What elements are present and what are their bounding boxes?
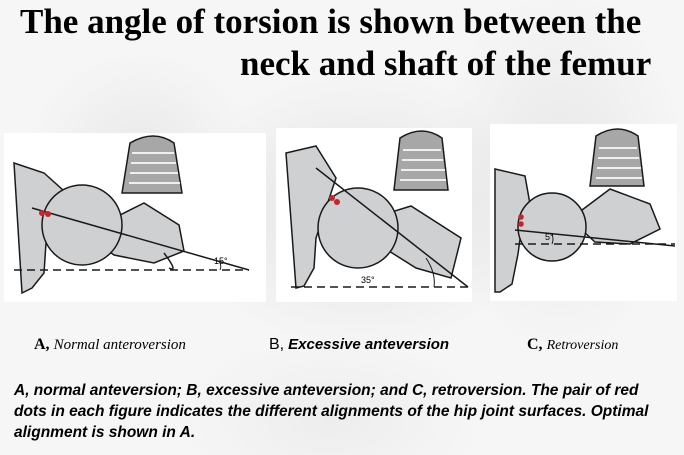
- figure-b-excessive-anteversion: 35°: [276, 128, 472, 302]
- figure-description: A, normal anteversion; B, excessive ante…: [14, 382, 649, 441]
- figure-a-drawing: 15°: [13, 135, 250, 295]
- angle-label: 35°: [361, 275, 375, 285]
- figure-a-label: Normal anteroversion: [53, 337, 186, 353]
- figure-b-caption: B, Excessive anteversion: [269, 336, 449, 354]
- slide-title-line-1: The angle of torsion is shown between th…: [20, 2, 642, 41]
- femoral-head: [517, 192, 587, 262]
- femoral-head: [41, 184, 123, 266]
- femoral-head: [317, 187, 399, 269]
- red-dot: [45, 211, 51, 217]
- pelvis-bone: [494, 168, 531, 293]
- red-dot: [518, 214, 524, 220]
- figure-c-letter: C,: [527, 336, 543, 353]
- shoe-icon: [589, 128, 645, 187]
- red-dot: [334, 199, 340, 205]
- figure-b-drawing: 35°: [285, 130, 469, 289]
- figure-b-label: Excessive anteversion: [288, 336, 450, 353]
- figure-a-letter: A,: [34, 336, 50, 353]
- femur-shaft: [568, 188, 661, 245]
- red-dot: [39, 210, 45, 216]
- figure-c-caption: C, Retroversion: [527, 336, 618, 355]
- angle-label: 15°: [214, 256, 228, 266]
- slide-title-line-2: neck and shaft of the femur: [240, 44, 652, 83]
- figure-a-caption: A, Normal anteroversion: [34, 336, 186, 354]
- angle-label: 5°: [545, 232, 554, 242]
- shoe-icon: [121, 135, 183, 194]
- figure-b-letter: B,: [269, 336, 285, 353]
- figure-c-label: Retroversion: [546, 338, 619, 353]
- shoe-icon: [393, 130, 449, 191]
- figure-c-drawing: 5°: [494, 128, 676, 293]
- red-dot: [329, 195, 335, 201]
- red-dot: [518, 221, 524, 227]
- figure-a-normal-anteversion: 15°: [4, 133, 266, 302]
- figure-c-retroversion: 5°: [490, 124, 677, 301]
